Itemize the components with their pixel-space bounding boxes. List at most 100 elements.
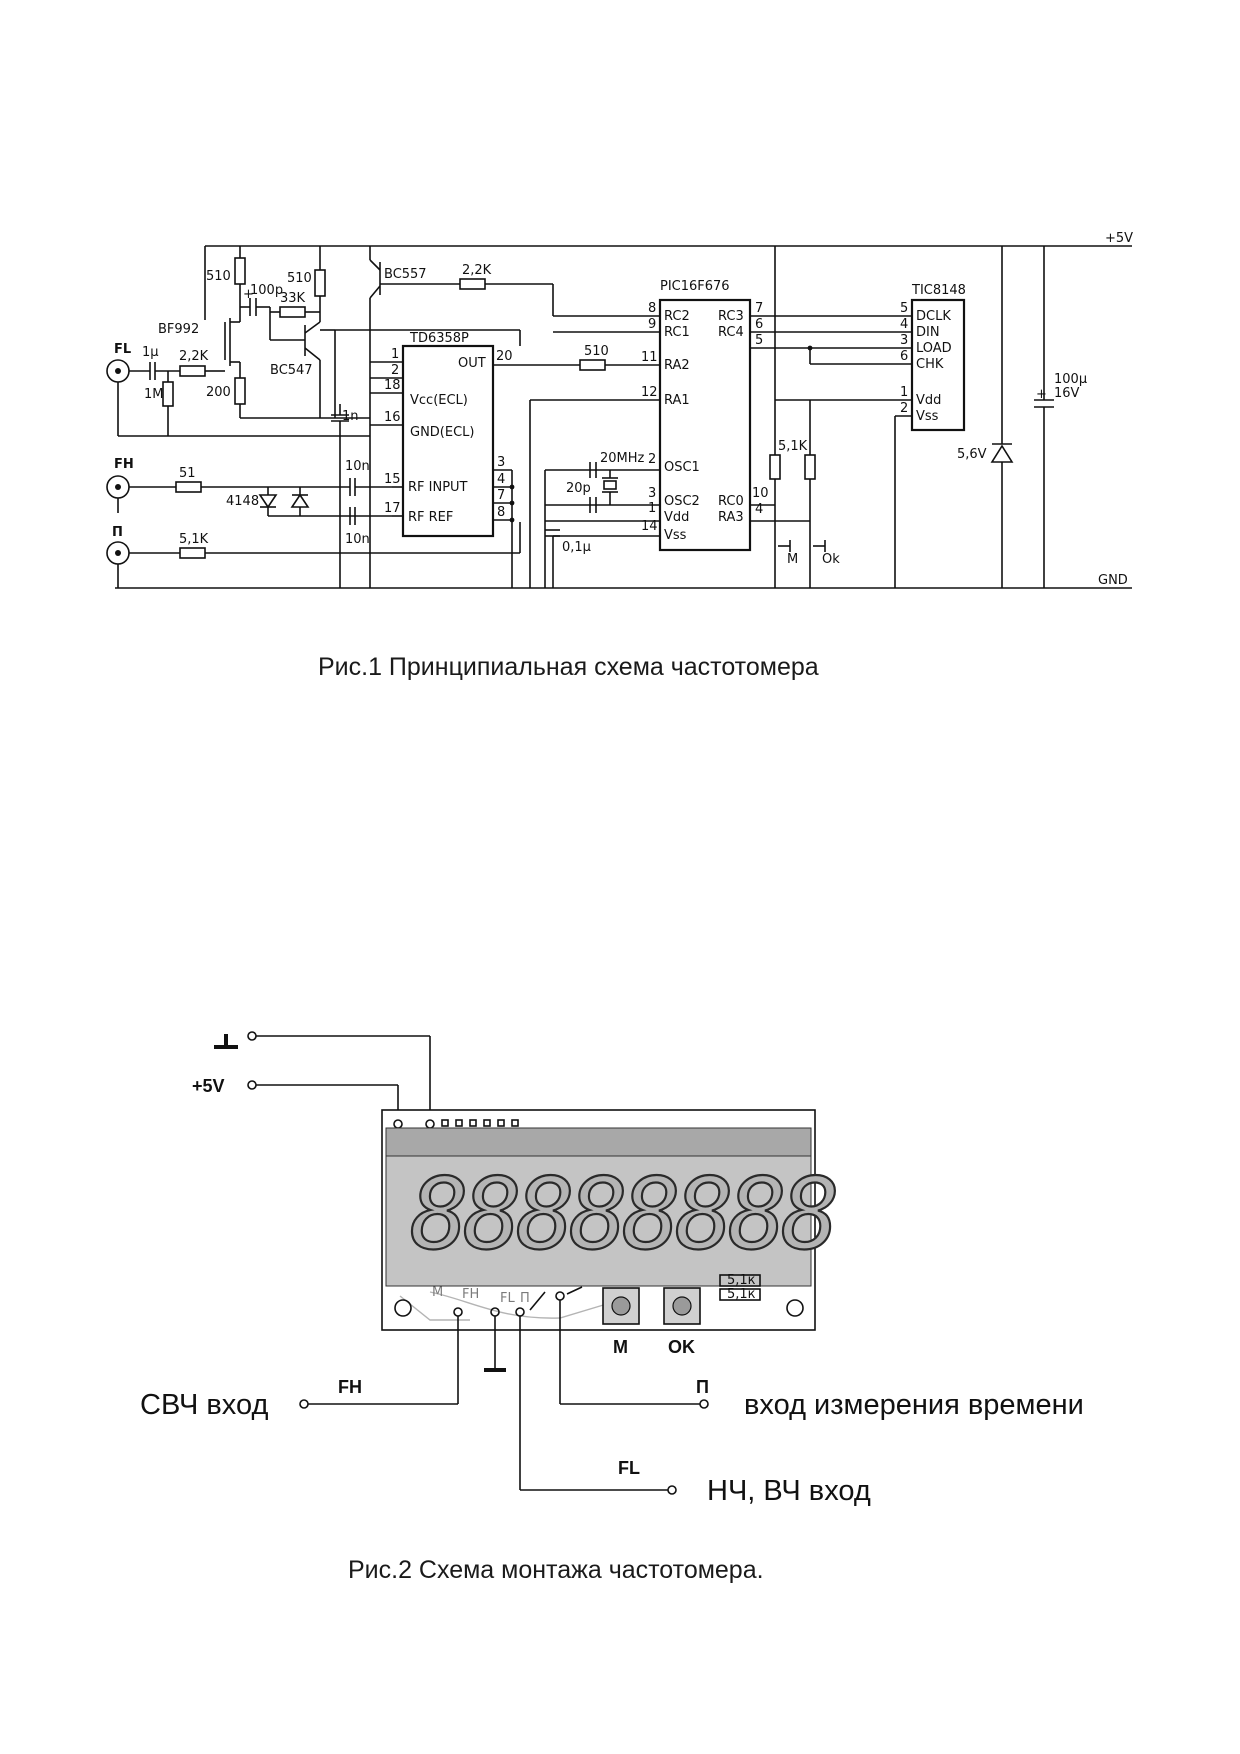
lcd-digits: 88888888	[410, 1158, 835, 1272]
prescaler-pin18: 18	[384, 378, 401, 393]
prescaler-pin1: 1	[391, 347, 399, 362]
prescaler-vcc: Vcc(ECL)	[410, 393, 468, 408]
mcu-osc2: OSC2	[664, 494, 700, 509]
driver-pin1: 1	[900, 385, 908, 400]
r-51k-in-label: 5,1K	[179, 532, 209, 547]
chip-pic16f676	[658, 298, 752, 552]
button-ok-cap[interactable]	[672, 1296, 692, 1316]
fl-terminal	[667, 1485, 677, 1495]
fl-connector	[106, 359, 130, 436]
mcu-pin12: 12	[641, 385, 658, 400]
mcu-ra2: RA2	[664, 358, 690, 373]
button-m-cap[interactable]	[611, 1296, 631, 1316]
prescaler-gnd: GND(ECL)	[410, 425, 475, 440]
board-resistor-1	[719, 1274, 761, 1287]
fh-wire-label: FH	[338, 1377, 362, 1397]
crystal-label: 20MHz	[600, 451, 645, 466]
prescaler-name: TD6358P	[409, 331, 469, 346]
figure1-caption: Рис.1 Принципиальная схема частотомера	[318, 653, 819, 681]
mcu-pin1: 1	[648, 501, 656, 516]
mcu-ra3: RA3	[718, 510, 744, 525]
board-mark-r1: 5,1к	[727, 1273, 756, 1288]
mcu-pin11: 11	[641, 350, 658, 365]
time-input-label: вход измерения времени	[744, 1389, 1084, 1421]
board-mark-fl: FL	[500, 1291, 515, 1306]
r-22k-a-label: 2,2K	[179, 349, 209, 364]
assembly-diagram: +5V 88888888 FH FL П M	[140, 1031, 1084, 1507]
mcu-pin8: 8	[648, 301, 656, 316]
display-bezel-top	[385, 1127, 812, 1157]
resistor-510-a	[234, 257, 246, 285]
c-1n-label: 1n	[342, 409, 359, 424]
r-1m-label: 1M	[144, 387, 164, 402]
pcb-traces: FH FL П M	[399, 1285, 621, 1321]
prescaler-pin17: 17	[384, 501, 401, 516]
pulse-wire-label: П	[696, 1377, 709, 1397]
prescaler-pin7: 7	[497, 488, 505, 503]
r-510-b-label: 510	[287, 271, 312, 286]
board-mark-m: M	[432, 1285, 443, 1300]
c-in-label: 1μ	[142, 345, 159, 360]
resistor-2k2-b	[459, 278, 486, 290]
resistor-5k1-in	[179, 547, 206, 559]
mcu-name: PIC16F676	[660, 279, 730, 294]
mcu-pin7: 7	[755, 301, 763, 316]
figure2-caption: Рис.2 Схема монтажа частотомера.	[348, 1556, 764, 1584]
mcu-pin10: 10	[752, 486, 769, 501]
mcu-rc0: RC0	[718, 494, 744, 509]
mcu-pin14: 14	[641, 519, 658, 534]
mount-hole-right	[786, 1299, 804, 1317]
driver-vdd: Vdd	[916, 393, 941, 408]
mcu-vss: Vss	[664, 528, 687, 543]
prescaler-rfref: RF REF	[408, 510, 453, 525]
driver-dclk: DCLK	[916, 309, 951, 324]
driver-pin6: 6	[900, 349, 908, 364]
fh-terminal	[299, 1399, 309, 1409]
mcu-ra1: RA1	[664, 393, 690, 408]
fl-wire-label: FL	[618, 1458, 640, 1478]
resistor-510-b	[314, 269, 326, 297]
resistor-1m	[162, 381, 174, 407]
c-bulk-v-label: 16V	[1054, 386, 1080, 401]
r-51k-a-label: 5,1K	[778, 439, 808, 454]
driver-din: DIN	[916, 325, 940, 340]
r-200-label: 200	[206, 385, 231, 400]
plus-sign-c100p: +	[243, 287, 254, 302]
ground-symbol	[214, 1034, 238, 1049]
c-20p-label: 20p	[566, 481, 591, 496]
mcu-osc1: OSC1	[664, 460, 700, 475]
button-m-label: M	[613, 1337, 628, 1357]
driver-pin5: 5	[900, 301, 908, 316]
fet-label: BF992	[158, 322, 199, 337]
lcd-display	[385, 1155, 812, 1287]
board-mark-p: П	[520, 1291, 530, 1306]
mcu-pin9: 9	[648, 317, 656, 332]
prescaler-pin20: 20	[496, 349, 513, 364]
r-510-a-label: 510	[206, 269, 231, 284]
prescaler-pin16: 16	[384, 410, 401, 425]
mcu-pin4: 4	[755, 502, 763, 517]
crystal-20mhz	[602, 470, 618, 505]
transistor-bc547	[304, 321, 321, 418]
circuit-schematic: +5V GND FL 1μ 2,2K 1M FH 51	[106, 231, 1133, 589]
driver-vss: Vss	[916, 409, 939, 424]
resistor-2k2-in	[179, 365, 206, 377]
driver-load: LOAD	[916, 341, 952, 356]
resistor-5k1-m	[769, 454, 781, 480]
fh-connector	[106, 475, 130, 513]
pulse-terminal	[699, 1399, 709, 1409]
plus5v-label: +5V	[192, 1076, 225, 1096]
transistor-bc557	[369, 246, 460, 588]
button-ok-label: OK	[668, 1337, 695, 1357]
c-10n-a-label: 10n	[345, 459, 370, 474]
prescaler-pin2: 2	[391, 363, 399, 378]
fl-input-label: FL	[114, 342, 131, 357]
plus5v-terminal	[247, 1080, 257, 1090]
pnp-label: BC557	[384, 267, 427, 282]
board-mark-fh: FH	[462, 1287, 479, 1302]
lf-hf-input-label: НЧ, ВЧ вход	[707, 1475, 871, 1507]
board-mark-r2: 5,1к	[727, 1287, 756, 1302]
mount-hole-left	[394, 1299, 412, 1317]
r-33k-label: 33K	[280, 291, 306, 306]
